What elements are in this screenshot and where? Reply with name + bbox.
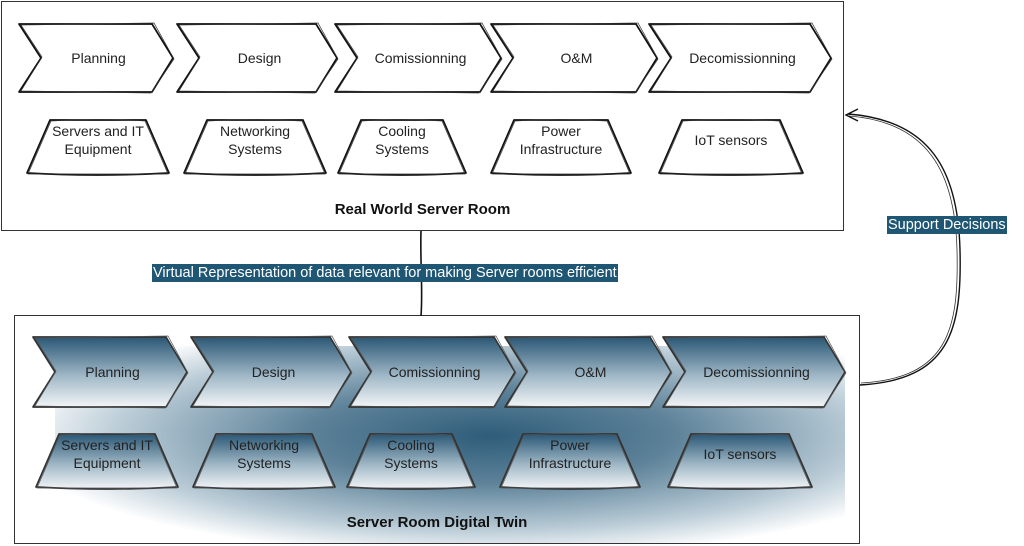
real-component-label: IoT sensors bbox=[694, 132, 768, 148]
twin-phase-label: O&M bbox=[574, 364, 607, 380]
twin-phase-chevron bbox=[32, 335, 189, 409]
twin-phase-chevron bbox=[190, 335, 353, 409]
real-phase-chevron bbox=[176, 22, 339, 94]
arrowhead-icon bbox=[844, 108, 859, 122]
real-phase-label: Planning bbox=[71, 50, 126, 66]
real-phase-label: Comissionning bbox=[374, 50, 467, 66]
twin-component-label: Cooling Systems bbox=[384, 437, 438, 471]
twin-phase-chevron bbox=[662, 335, 847, 409]
real-component-label: Networking Systems bbox=[219, 123, 291, 157]
twin-component-trapezoid bbox=[192, 433, 336, 490]
real-component-trapezoid bbox=[26, 119, 170, 176]
real-phase-chevron bbox=[18, 22, 175, 94]
support-decisions-connector-sketch bbox=[848, 115, 958, 384]
real-component-label: Power Infrastructure bbox=[519, 123, 603, 157]
twin-phase-chevron bbox=[504, 335, 673, 409]
real-component-trapezoid bbox=[337, 119, 467, 176]
twin-component-trapezoid bbox=[499, 433, 641, 490]
digital-twin-title: Server Room Digital Twin bbox=[346, 514, 528, 531]
real-phase-chevron bbox=[648, 22, 833, 94]
real-component-trapezoid bbox=[183, 119, 327, 176]
real-phase-label: Design bbox=[237, 50, 282, 66]
real-phase-label: Decomissionning bbox=[689, 50, 796, 66]
twin-component-trapezoid bbox=[667, 433, 813, 490]
twin-component-trapezoid bbox=[35, 433, 179, 490]
virtual-representation-label: Virtual Representation of data relevant … bbox=[152, 264, 618, 282]
twin-component-label: Power Infrastructure bbox=[528, 437, 612, 471]
real-phase-chevron bbox=[490, 22, 659, 94]
support-decisions-connector bbox=[847, 113, 961, 386]
real-component-label: Servers and IT Equipment bbox=[52, 123, 144, 157]
real-component-trapezoid bbox=[490, 119, 632, 176]
support-decisions-label: Support Decisions bbox=[887, 216, 1007, 234]
twin-component-label: Networking Systems bbox=[228, 437, 300, 471]
twin-phase-label: Comissionning bbox=[388, 364, 481, 380]
twin-phase-label: Decomissionning bbox=[703, 364, 810, 380]
twin-component-label: IoT sensors bbox=[703, 446, 777, 462]
real-component-trapezoid bbox=[658, 119, 804, 176]
real-component-label: Cooling Systems bbox=[375, 123, 429, 157]
twin-phase-label: Design bbox=[251, 364, 296, 380]
real-world-title: Real World Server Room bbox=[334, 201, 511, 218]
twin-phase-chevron bbox=[348, 335, 517, 409]
twin-phase-label: Planning bbox=[85, 364, 140, 380]
real-phase-chevron bbox=[334, 22, 503, 94]
twin-component-trapezoid bbox=[346, 433, 476, 490]
real-phase-label: O&M bbox=[560, 50, 593, 66]
twin-component-label: Servers and IT Equipment bbox=[61, 437, 153, 471]
